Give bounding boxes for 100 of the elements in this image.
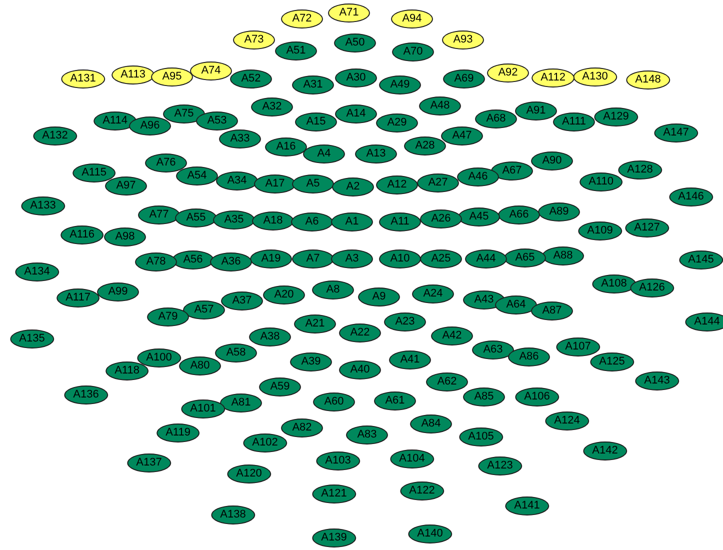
ellipse-node: A37	[221, 292, 263, 310]
ellipse-node: A1	[331, 212, 373, 232]
ellipse-node: A56	[172, 250, 214, 270]
ellipse-node: A104	[390, 450, 434, 468]
ellipse-node: A139	[312, 528, 356, 548]
ellipse-node: A46	[457, 168, 499, 186]
ellipse-node: A41	[389, 350, 431, 370]
ellipse-node: A94	[391, 10, 433, 28]
ellipse-node: A95	[151, 68, 193, 86]
ellipse-node: A18	[252, 212, 294, 230]
ellipse-node: A138	[211, 506, 255, 524]
ellipse-node: A119	[156, 424, 200, 442]
ellipse-node: A45	[458, 208, 500, 226]
ellipse-node: A17	[254, 174, 296, 194]
ellipse-node: A47	[441, 126, 483, 146]
ellipse-node: A20	[263, 286, 305, 304]
ellipse-node: A120	[227, 464, 271, 484]
ellipse-node: A39	[290, 352, 332, 372]
ellipse-node: A83	[346, 426, 388, 444]
ellipse-node: A131	[61, 70, 105, 88]
ellipse-node: A3	[331, 250, 373, 268]
ellipse-node: A7	[292, 250, 334, 268]
ellipse-node: A93	[442, 30, 484, 50]
ellipse-node: A34	[216, 172, 258, 190]
ellipse-node: A24	[412, 284, 454, 304]
ellipse-node: A33	[219, 130, 261, 148]
ellipse-node: A98	[104, 228, 146, 246]
ellipse-node: A85	[463, 388, 505, 406]
ellipse-node: A28	[404, 136, 446, 156]
ellipse-node: A132	[33, 126, 77, 146]
ellipse-node: A121	[312, 484, 356, 504]
ellipse-node: A114	[94, 112, 136, 130]
ellipse-node: A116	[60, 226, 104, 244]
ellipse-node: A129	[594, 108, 638, 126]
ellipse-node: A67	[491, 162, 533, 180]
ellipse-node: A79	[147, 308, 189, 326]
ellipse-node: A44	[465, 250, 507, 268]
ellipse-node: A101	[181, 400, 225, 418]
ellipse-node: A14	[335, 104, 377, 124]
ellipse-node: A118	[106, 362, 148, 380]
ellipse-node: A86	[508, 348, 550, 366]
ellipse-node: A48	[419, 96, 461, 116]
ellipse-node: A73	[233, 30, 275, 50]
ellipse-node: A59	[259, 378, 301, 396]
ellipse-node: A15	[295, 112, 337, 132]
ellipse-node: A126	[630, 278, 674, 298]
ellipse-node: A109	[578, 222, 622, 240]
ellipse-node: A40	[339, 360, 381, 380]
ellipse-node: A68	[475, 110, 517, 128]
ellipse-node: A43	[463, 290, 505, 310]
ellipse-node: A134	[15, 262, 59, 282]
ellipse-node: A141	[505, 496, 549, 516]
ellipse-node: A71	[328, 4, 370, 22]
ellipse-node: A27	[417, 174, 459, 192]
ellipse-node: A58	[215, 344, 257, 362]
ellipse-node: A133	[21, 196, 65, 216]
ellipse-node: A16	[265, 138, 307, 156]
ellipse-node: A61	[374, 392, 416, 410]
ellipse-node: A124	[545, 412, 589, 430]
ellipse-node: A26	[420, 210, 462, 228]
ellipse-node: A11	[379, 212, 421, 232]
ellipse-node: A135	[10, 330, 54, 348]
ellipse-node: A76	[145, 154, 187, 172]
ellipse-node: A117	[56, 288, 100, 308]
ellipse-node: A112	[532, 68, 574, 88]
ellipse-node: A125	[590, 352, 634, 372]
ellipse-node: A54	[176, 166, 218, 186]
ellipse-node: A137	[127, 454, 171, 472]
ellipse-node: A108	[592, 274, 636, 294]
ellipse-node: A81	[220, 394, 262, 412]
ellipse-node: A31	[292, 76, 334, 94]
ellipse-node: A22	[339, 324, 381, 342]
ellipse-node: A8	[312, 280, 354, 300]
ellipse-node: A36	[210, 252, 252, 272]
ellipse-node: A72	[281, 10, 323, 28]
ellipse-node: A29	[376, 114, 418, 132]
ellipse-node: A105	[459, 428, 503, 446]
ellipse-node: A77	[138, 206, 180, 224]
ellipse-node: A63	[472, 340, 514, 360]
ellipse-node: A65	[504, 248, 546, 268]
ellipse-node: A115	[72, 164, 116, 182]
ellipse-node: A62	[426, 372, 468, 392]
ellipse-node: A4	[303, 144, 345, 164]
ellipse-node: A32	[251, 98, 293, 116]
ellipse-node: A84	[410, 414, 452, 434]
ellipse-node: A123	[478, 456, 522, 476]
ellipse-node: A111	[552, 112, 596, 132]
ellipse-node: A13	[355, 144, 397, 164]
ellipse-node: A146	[669, 188, 713, 206]
ellipse-node: A60	[313, 392, 355, 412]
ellipse-node: A38	[249, 328, 291, 346]
ellipse-node: A5	[292, 174, 334, 194]
ellipse-node: A87	[531, 302, 573, 320]
ellipse-node: A42	[431, 326, 473, 346]
ellipse-node: A89	[538, 202, 580, 222]
ellipse-node: A140	[408, 524, 452, 544]
ellipse-node: A136	[64, 386, 108, 404]
ellipse-node: A128	[618, 160, 662, 180]
ellipse-node: A147	[654, 124, 698, 142]
ellipse-node: A74	[190, 62, 232, 80]
